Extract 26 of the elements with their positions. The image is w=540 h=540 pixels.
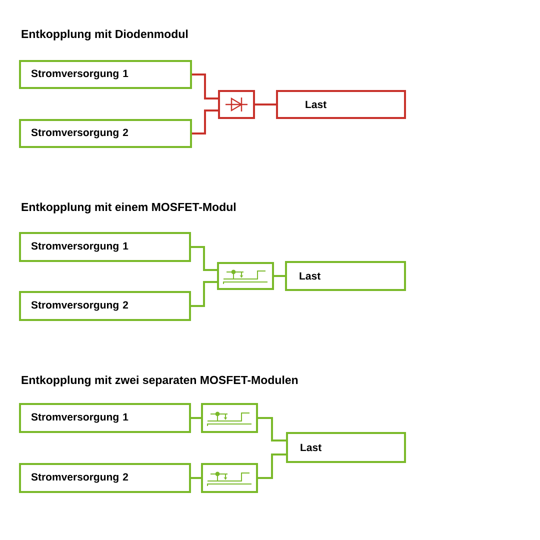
mosfet-module-box bbox=[201, 403, 258, 433]
mosfet-module-box bbox=[217, 262, 274, 290]
power-supply-box: Stromversorgung 2 bbox=[19, 119, 192, 148]
connector-line bbox=[258, 454, 286, 479]
mosfet-module-box bbox=[201, 463, 258, 493]
connector-line bbox=[192, 74, 218, 100]
load-box: Last bbox=[285, 261, 406, 291]
section-heading: Entkopplung mit zwei separaten MOSFET-Modulen bbox=[22, 376, 298, 386]
connector-line bbox=[255, 104, 276, 106]
connector-line bbox=[258, 417, 286, 442]
power-supply-box: Stromversorgung 1 bbox=[19, 403, 191, 433]
connector-line bbox=[191, 477, 201, 479]
power-supply-box: Stromversorgung 1 bbox=[19, 232, 191, 262]
diode-module-box bbox=[218, 90, 255, 119]
connector-line bbox=[191, 417, 201, 419]
connector-line bbox=[191, 281, 217, 307]
section-heading: Entkopplung mit Diodenmodul bbox=[22, 30, 188, 40]
power-supply-box: Stromversorgung 2 bbox=[19, 291, 191, 321]
load-box: Last bbox=[276, 90, 406, 119]
connector-line bbox=[192, 110, 218, 134]
power-supply-box: Stromversorgung 2 bbox=[19, 463, 191, 493]
connector-line bbox=[274, 275, 285, 277]
load-box: Last bbox=[286, 432, 406, 463]
connector-line bbox=[191, 246, 217, 271]
section-heading: Entkopplung mit einem MOSFET-Modul bbox=[22, 202, 236, 214]
power-supply-box: Stromversorgung 1 bbox=[19, 60, 192, 89]
